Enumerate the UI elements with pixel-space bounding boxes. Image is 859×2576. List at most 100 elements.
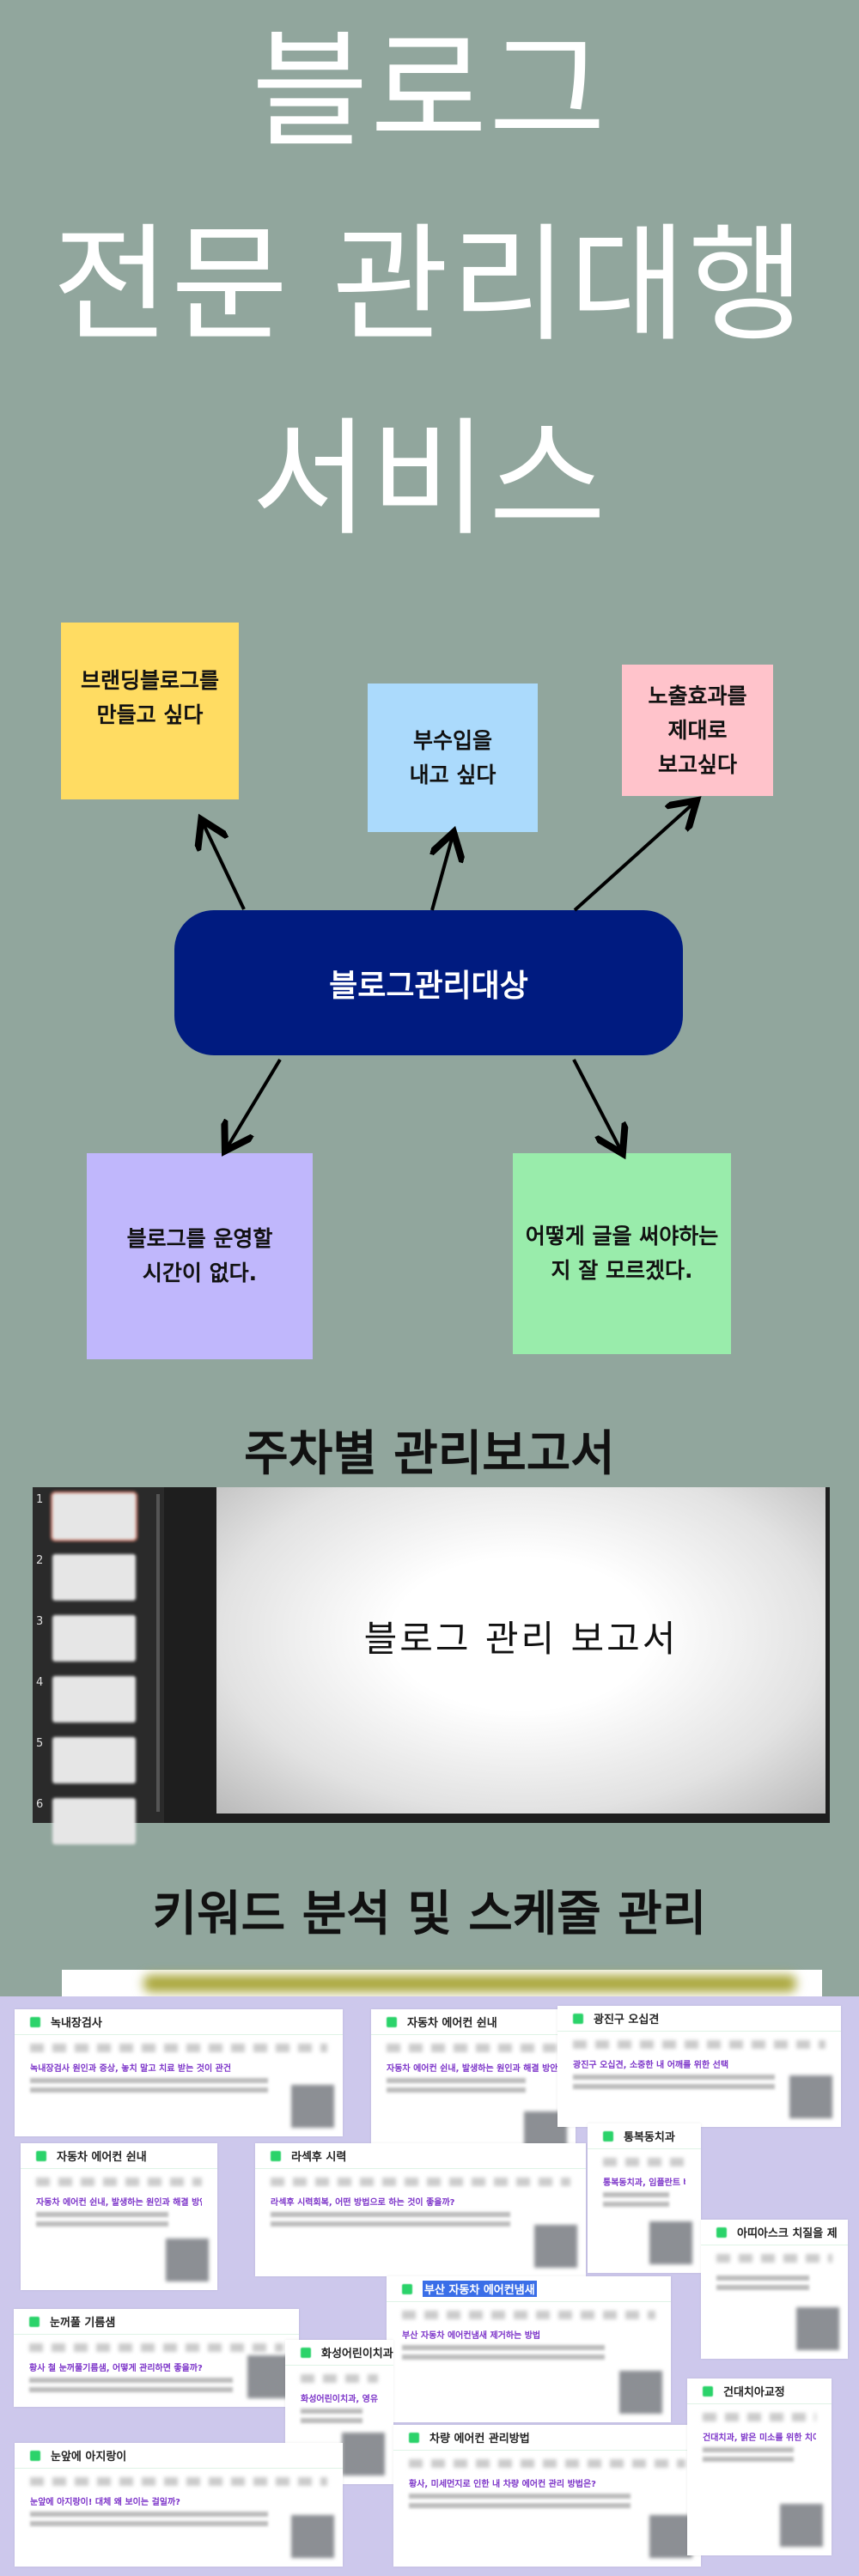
result-snippet (30, 2521, 268, 2526)
search-tabs (603, 2158, 685, 2166)
search-keyword[interactable]: 라섹후 시력 (291, 2151, 347, 2164)
result-thumbnail (247, 2355, 290, 2398)
note-how-to-write: 어떻게 글을 써야하는 지 잘 모르겠다. (513, 1153, 731, 1354)
search-result-card: 아띠아스크 치질을 제 (701, 2220, 848, 2359)
result-snippet (716, 2275, 809, 2281)
search-header: 화성어린이치과 (285, 2340, 393, 2366)
result-item: 부산 자동차 에어컨냄새 제거하는 방법 (402, 2328, 655, 2360)
result-thumbnail (291, 2515, 334, 2558)
result-thumbnail (619, 2371, 662, 2414)
naver-logo-icon (29, 2316, 40, 2327)
result-snippet (603, 2202, 669, 2207)
result-thumbnail (780, 2504, 823, 2547)
search-tabs (716, 2254, 832, 2263)
result-item: 화성어린이치과, 영유아 구강검진 시기 언제가 적당할까? (301, 2391, 378, 2423)
result-thumbnail (789, 2075, 832, 2118)
search-header: 통복동치과 (588, 2123, 701, 2149)
result-title[interactable]: 건대치과, 밝은 미소를 위한 치아교정 (703, 2433, 816, 2443)
result-item: 눈앞에 아지랑이! 대체 왜 보이는 걸일까? (30, 2494, 327, 2526)
search-keyword[interactable]: 자동차 에어컨 쉰내 (57, 2151, 147, 2164)
search-keyword[interactable]: 광진구 오십견 (594, 2014, 660, 2026)
slide-number: 6 (36, 1798, 44, 1811)
result-title[interactable]: 자동차 에어컨 쉰내, 발생하는 원인과 해결 방안 (387, 2064, 558, 2074)
search-keyword[interactable]: 녹내장검사 (51, 2017, 102, 2030)
slide-thumbnail[interactable] (52, 1615, 136, 1662)
result-thumbnail (166, 2239, 209, 2281)
result-title[interactable]: 자동차 에어컨 쉰내, 발생하는 원인과 해결 방안 (36, 2198, 202, 2208)
search-result-card: 자동차 에어컨 쉰내 자동차 에어컨 쉰내, 발생하는 원인과 해결 방안 (21, 2143, 217, 2290)
search-keyword[interactable]: 눈꺼풀 기름샘 (50, 2317, 116, 2330)
slide-thumbnail[interactable] (52, 1676, 136, 1722)
search-keyword[interactable]: 자동차 에어컨 쉰내 (407, 2017, 497, 2030)
result-item: 자동차 에어컨 쉰내, 발생하는 원인과 해결 방안 (36, 2195, 202, 2227)
search-tabs (573, 2040, 825, 2049)
naver-logo-icon (603, 2130, 613, 2142)
result-item: 황사 철 눈꺼풀기름샘, 어떻게 관리하면 좋을까? (29, 2360, 283, 2392)
naver-logo-icon (271, 2150, 281, 2161)
search-keyword[interactable]: 차량 에어컨 관리방법 (430, 2433, 530, 2445)
search-header: 아띠아스크 치질을 제 (701, 2220, 848, 2245)
search-header: 라섹후 시력 (255, 2143, 586, 2169)
result-title[interactable]: 황사 철 눈꺼풀기름샘, 어떻게 관리하면 좋을까? (29, 2364, 203, 2373)
search-keyword[interactable]: 아띠아스크 치질을 제 (737, 2227, 838, 2240)
search-header: 자동차 에어컨 쉰내 (21, 2143, 217, 2169)
search-tabs (271, 2178, 570, 2186)
slide-thumbnail[interactable] (52, 1737, 136, 1783)
thumbnail-scrollbar (156, 1494, 160, 1812)
naver-logo-icon (716, 2227, 727, 2238)
hero-title-line-3: 서비스 (251, 405, 608, 553)
search-result-card: 눈꺼풀 기름샘 황사 철 눈꺼풀기름샘, 어떻게 관리하면 좋을까? (14, 2309, 299, 2407)
result-snippet (36, 2212, 169, 2217)
search-header: 눈꺼풀 기름샘 (14, 2309, 299, 2335)
search-keyword[interactable]: 부산 자동차 에어컨냄새 (423, 2281, 537, 2297)
result-title[interactable]: 광진구 오십견, 소중한 내 어깨를 위한 선택 (573, 2061, 729, 2070)
search-keyword[interactable]: 건대치아교정 (723, 2386, 785, 2399)
result-snippet (29, 2387, 233, 2392)
naver-logo-icon (387, 2016, 397, 2027)
result-title[interactable]: 통복동치과, 임플란트 뼈이식 통증과 식립의 필요성 (603, 2178, 685, 2188)
naver-logo-icon (30, 2016, 40, 2027)
slide-thumbnail[interactable] (52, 1798, 136, 1844)
result-snippet (703, 2457, 794, 2462)
search-keyword[interactable]: 화성어린이치과 (321, 2348, 393, 2360)
result-title[interactable]: 부산 자동차 에어컨냄새 제거하는 방법 (402, 2331, 541, 2341)
result-title[interactable]: 라섹후 시력회복, 어떤 방법으로 하는 것이 좋을까? (271, 2198, 455, 2208)
result-snippet (271, 2212, 511, 2217)
arrow-exposure (573, 803, 694, 912)
keyword-heading: 키워드 분석 및 스케줄 관리 (152, 1886, 707, 1942)
result-thumbnail (649, 2221, 692, 2264)
result-thumbnail (291, 2085, 334, 2128)
result-item: 통복동치과, 임플란트 뼈이식 통증과 식립의 필요성 (603, 2175, 685, 2207)
search-keyword[interactable]: 눈앞에 아지랑이 (51, 2451, 127, 2464)
slide-canvas: 블로그 관리 보고서 (216, 1487, 825, 1814)
result-title[interactable]: 녹내장검사 원인과 증상, 놓치 말고 치료 받는 것이 관건 (30, 2064, 232, 2074)
result-title[interactable]: 화성어린이치과, 영유아 구강검진 시기 언제가 적당할까? (301, 2395, 378, 2404)
result-snippet (409, 2494, 631, 2499)
slide-number: 2 (36, 1554, 44, 1567)
result-snippet (402, 2345, 605, 2350)
result-snippet (703, 2447, 794, 2452)
result-snippet (387, 2078, 526, 2083)
slide-thumbnail[interactable] (52, 1554, 136, 1601)
result-snippet (30, 2078, 268, 2083)
search-result-card: 녹내장검사 녹내장검사 원인과 증상, 놓치 말고 치료 받는 것이 관건 (15, 2009, 343, 2136)
slide-thumbnail[interactable] (51, 1492, 137, 1541)
result-snippet (387, 2087, 526, 2093)
result-title[interactable]: 황사, 미세먼지로 인한 내 차량 에어컨 관리 방법은? (409, 2480, 596, 2489)
result-snippet (402, 2354, 605, 2360)
result-snippet (301, 2409, 362, 2414)
result-title[interactable]: 눈앞에 아지랑이! 대체 왜 보이는 걸일까? (30, 2498, 180, 2507)
search-keyword[interactable]: 통복동치과 (624, 2131, 675, 2144)
search-header: 녹내장검사 (15, 2009, 343, 2035)
search-result-card: 통복동치과 통복동치과, 임플란트 뼈이식 통증과 식립의 필요성 (588, 2123, 701, 2273)
naver-logo-icon (30, 2450, 40, 2461)
search-tabs (301, 2374, 378, 2383)
slide-number: 3 (36, 1615, 44, 1628)
search-header: 부산 자동차 에어컨냄새 (387, 2276, 671, 2302)
slide-title: 블로그 관리 보고서 (363, 1618, 679, 1660)
result-thumbnail (649, 2515, 692, 2558)
search-header: 광진구 오십견 (557, 2006, 841, 2032)
slide-number: 1 (36, 1493, 44, 1506)
search-tabs (703, 2413, 816, 2421)
naver-logo-icon (402, 2283, 412, 2294)
